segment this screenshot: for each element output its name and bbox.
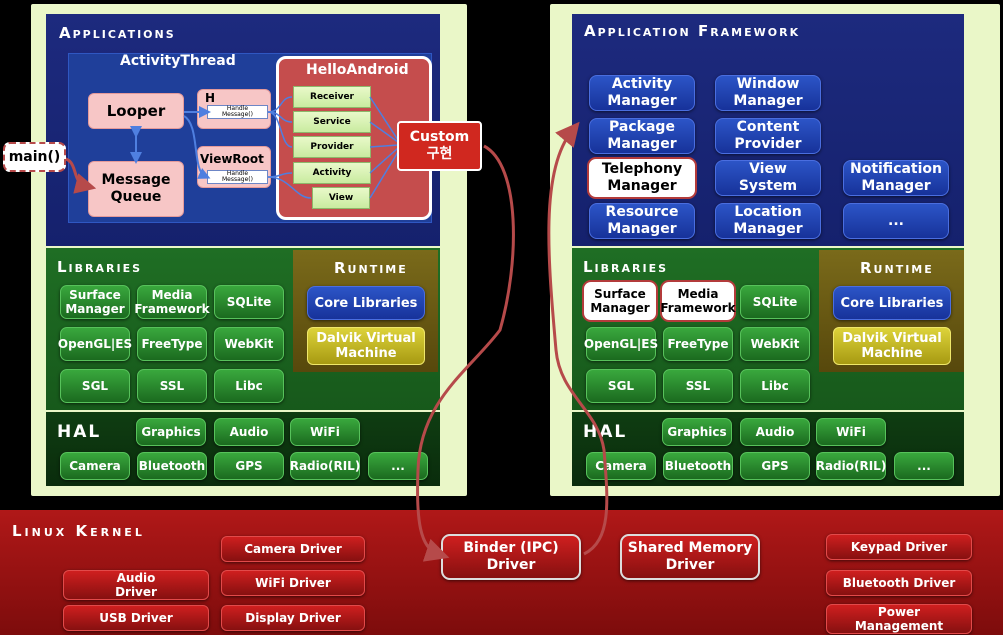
keypad-driver: Keypad Driver	[826, 534, 972, 560]
hello-android-label: HelloAndroid	[306, 62, 409, 78]
bluetooth-driver: Bluetooth Driver	[826, 570, 972, 596]
lib-sgl-left: SGL	[60, 369, 130, 403]
fw-resource-manager: Resource Manager	[589, 203, 695, 239]
camera-driver: Camera Driver	[221, 536, 365, 562]
hal-more-right: ...	[894, 452, 954, 480]
fw-location-manager: Location Manager	[715, 203, 821, 239]
dalvik-vm-right: Dalvik Virtual Machine	[833, 327, 951, 365]
fw-window-manager: Window Manager	[715, 75, 821, 111]
lib-sqlite-left: SQLite	[214, 285, 284, 319]
main-entry-box: main()	[3, 142, 66, 172]
hal-graphics-right: Graphics	[662, 418, 732, 446]
framework-title: Application Framework	[584, 22, 801, 40]
hal-gps-left: GPS	[214, 452, 284, 480]
runtime-title-right: Runtime	[860, 259, 934, 277]
lib-surface-manager-left: Surface Manager	[60, 285, 130, 319]
lib-opengl-left: OpenGL|ES	[58, 327, 132, 361]
lib-sgl-right: SGL	[586, 369, 656, 403]
fw-package-manager: Package Manager	[589, 118, 695, 154]
hal-wifi-right: WiFi	[816, 418, 886, 446]
hal-bluetooth-right: Bluetooth	[663, 452, 733, 480]
core-libraries-left: Core Libraries	[307, 286, 425, 320]
handle-message-box-2: Handle Message()	[207, 170, 268, 184]
fw-notification-manager: Notification Manager	[843, 160, 949, 196]
lib-webkit-right: WebKit	[740, 327, 810, 361]
lib-libc-right: Libc	[740, 369, 810, 403]
custom-impl-box: Custom 구현	[397, 121, 482, 171]
hal-radio-right: Radio(RIL)	[816, 452, 886, 480]
hal-wifi-left: WiFi	[290, 418, 360, 446]
message-queue-box: Message Queue	[88, 161, 184, 217]
display-driver: Display Driver	[221, 605, 365, 631]
fw-more: ...	[843, 203, 949, 239]
handle-message-box-1: Handle Message()	[207, 105, 268, 119]
lib-freetype-left: FreeType	[137, 327, 207, 361]
runtime-title-left: Runtime	[334, 259, 408, 277]
hal-graphics-left: Graphics	[136, 418, 206, 446]
viewroot-label: ViewRoot	[200, 152, 264, 166]
lib-media-framework-right: Media Framework	[660, 280, 736, 322]
lib-opengl-right: OpenGL|ES	[584, 327, 658, 361]
audio-driver: Audio Driver	[63, 570, 209, 600]
component-view: View	[312, 187, 370, 209]
hal-title-right: HAL	[583, 422, 628, 442]
kernel-title: Linux Kernel	[12, 522, 145, 540]
core-libraries-right: Core Libraries	[833, 286, 951, 320]
fw-activity-manager: Activity Manager	[589, 75, 695, 111]
shared-memory-driver: Shared Memory Driver	[620, 534, 760, 580]
usb-driver: USB Driver	[63, 605, 209, 631]
hal-audio-right: Audio	[740, 418, 810, 446]
hal-more-left: ...	[368, 452, 428, 480]
fw-telephony-manager: Telephony Manager	[587, 157, 697, 199]
component-service: Service	[293, 111, 371, 133]
fw-content-provider: Content Provider	[715, 118, 821, 154]
lib-surface-manager-right: Surface Manager	[582, 280, 658, 322]
lib-ssl-left: SSL	[137, 369, 207, 403]
libraries-title-right: Libraries	[583, 258, 669, 276]
h-handler-label: H	[205, 91, 216, 105]
power-management: Power Management	[826, 604, 972, 634]
lib-libc-left: Libc	[214, 369, 284, 403]
lib-webkit-left: WebKit	[214, 327, 284, 361]
looper-box: Looper	[88, 93, 184, 129]
activity-thread-label: ActivityThread	[120, 53, 236, 69]
wifi-driver: WiFi Driver	[221, 570, 365, 596]
hal-bluetooth-left: Bluetooth	[137, 452, 207, 480]
hal-camera-right: Camera	[586, 452, 656, 480]
hal-title-left: HAL	[57, 422, 102, 442]
component-receiver: Receiver	[293, 86, 371, 108]
hal-audio-left: Audio	[214, 418, 284, 446]
hal-camera-left: Camera	[60, 452, 130, 480]
binder-ipc-driver: Binder (IPC) Driver	[441, 534, 581, 580]
applications-title: Applications	[59, 24, 176, 42]
libraries-title-left: Libraries	[57, 258, 143, 276]
lib-sqlite-right: SQLite	[740, 285, 810, 319]
fw-view-system: View System	[715, 160, 821, 196]
component-activity: Activity	[293, 162, 371, 184]
lib-media-framework-left: Media Framework	[134, 285, 210, 319]
component-provider: Provider	[293, 136, 371, 158]
hal-radio-left: Radio(RIL)	[290, 452, 360, 480]
dalvik-vm-left: Dalvik Virtual Machine	[307, 327, 425, 365]
lib-freetype-right: FreeType	[663, 327, 733, 361]
lib-ssl-right: SSL	[663, 369, 733, 403]
hal-gps-right: GPS	[740, 452, 810, 480]
